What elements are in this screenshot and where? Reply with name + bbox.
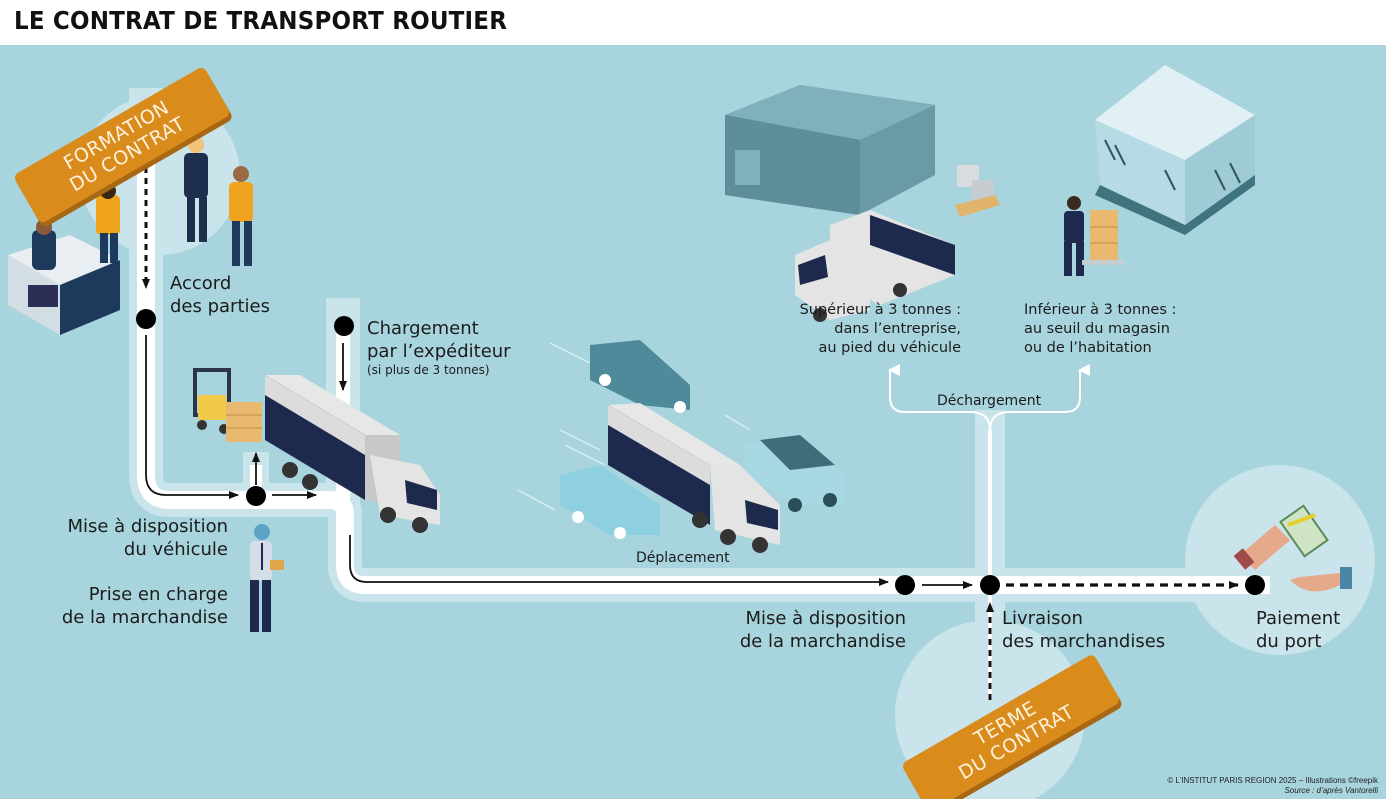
label-superieur-line1: Supérieur à 3 tonnes :	[799, 302, 961, 318]
label-chargement-line2: par l’expéditeur	[367, 341, 511, 362]
label-mise-vehicule-line2: du véhicule	[123, 539, 228, 560]
label-livraison-line2: des marchandises	[1002, 631, 1166, 652]
arrow-accord-mise	[145, 335, 239, 499]
label-chargement-note: (si plus de 3 tonnes)	[367, 363, 490, 377]
label-inferieur-line2: au seuil du magasin	[1024, 321, 1170, 337]
label-deplacement: Déplacement	[636, 550, 730, 566]
label-mise-marchandise-line2: de la marchandise	[739, 631, 906, 652]
label-mise-marchandise: Mise à disposition de la marchandise	[740, 607, 906, 653]
label-livraison: Livraison des marchandises	[1002, 607, 1165, 653]
inspector-illustration	[250, 524, 284, 632]
node-mise-marchandise	[895, 575, 915, 595]
label-prise-charge-line2: de la marchandise	[61, 607, 228, 628]
label-chargement-line1: Chargement	[367, 318, 479, 339]
arrow-route	[349, 535, 889, 586]
footer-source: Source : d’après Vantorelli	[1284, 786, 1378, 795]
desk-meeting-illustration	[8, 183, 120, 335]
flow-lines	[142, 145, 1239, 700]
node-accord	[136, 309, 156, 329]
label-superieur-line3: au pied du véhicule	[818, 340, 962, 356]
footer: © L’INSTITUT PARIS REGION 2025 – Illustr…	[1167, 776, 1378, 796]
payment-hands-illustration	[1233, 504, 1352, 592]
label-inferieur-line3: ou de l’habitation	[1024, 340, 1152, 356]
label-prise-charge: Prise en charge de la marchandise	[62, 583, 228, 629]
label-paiement: Paiement du port	[1256, 607, 1340, 653]
traffic-illustration	[517, 340, 845, 553]
nodes	[136, 309, 1265, 595]
label-accord-line1: Accord	[170, 273, 232, 294]
label-superieur: Supérieur à 3 tonnes : dans l’entreprise…	[800, 301, 961, 358]
paiement-halo	[1185, 465, 1375, 655]
label-mise-vehicule: Mise à disposition du véhicule	[67, 515, 228, 561]
label-dechargement: Déchargement	[937, 393, 1042, 409]
diagram-canvas: FORMATION DU CONTRAT TERME DU CONTRAT Ac…	[0, 45, 1386, 799]
label-accord: Accord des parties	[170, 272, 270, 318]
label-inferieur: Inférieur à 3 tonnes : au seuil du magas…	[1024, 301, 1176, 358]
node-chargement	[334, 316, 354, 336]
label-prise-charge-line1: Prise en charge	[88, 584, 228, 605]
label-mise-vehicule-line1: Mise à disposition	[67, 516, 228, 537]
label-accord-line2: des parties	[170, 296, 270, 317]
label-paiement-line1: Paiement	[1256, 608, 1341, 629]
footer-credit: © L’INSTITUT PARIS REGION 2025 – Illustr…	[1167, 776, 1378, 785]
label-livraison-line1: Livraison	[1002, 608, 1083, 629]
truck-illustration	[265, 375, 440, 533]
handshake-illustration	[184, 137, 253, 266]
label-inferieur-line1: Inférieur à 3 tonnes :	[1024, 302, 1177, 318]
label-superieur-line2: dans l’entreprise,	[834, 321, 961, 337]
page-title: LE CONTRAT DE TRANSPORT ROUTIER	[14, 6, 508, 35]
forklift-illustration	[193, 368, 262, 442]
warehouse-illustration	[725, 85, 1000, 322]
node-livraison	[980, 575, 1000, 595]
shop-illustration	[1064, 65, 1255, 276]
label-paiement-line2: du port	[1256, 631, 1322, 652]
dechargement-arrows	[888, 364, 1090, 431]
label-mise-marchandise-line1: Mise à disposition	[745, 608, 906, 629]
diagram-svg	[8, 65, 1375, 799]
node-paiement	[1245, 575, 1265, 595]
node-mise-vehicule	[246, 486, 266, 506]
label-chargement: Chargement par l’expéditeur (si plus de …	[367, 317, 511, 378]
